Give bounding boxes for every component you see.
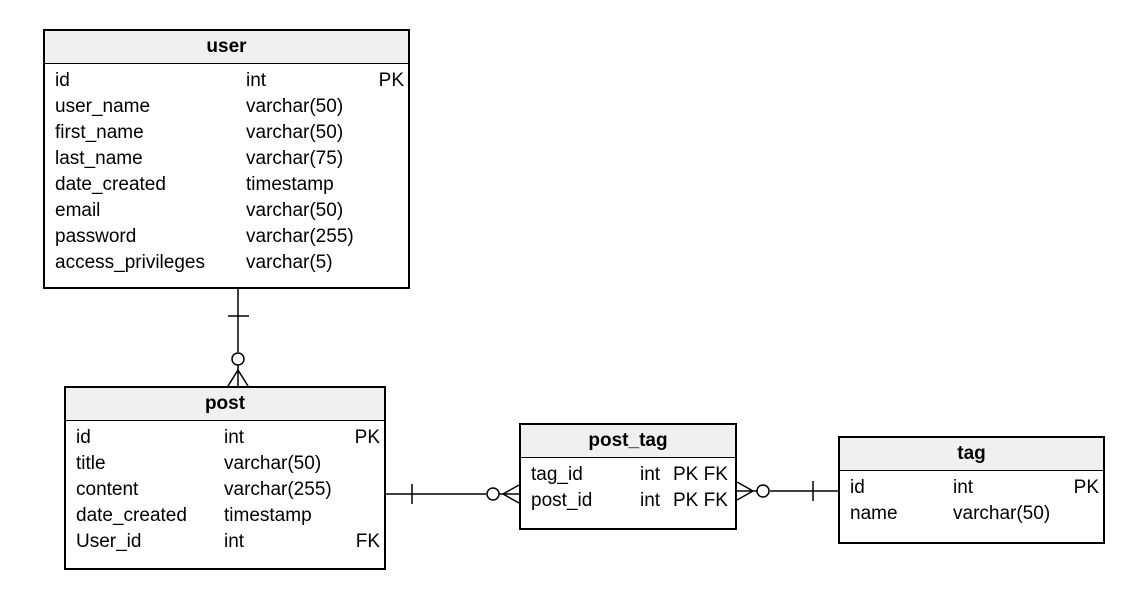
table-row: User_id int FK <box>66 529 384 555</box>
table-row: content varchar(255) <box>66 477 384 503</box>
field-type: varchar(50) <box>246 96 344 117</box>
field-name: id <box>850 477 865 498</box>
field-type: int <box>640 464 661 485</box>
zero-marker <box>231 352 245 366</box>
field-type: varchar(50) <box>224 453 322 474</box>
relationship-user-post <box>227 289 249 387</box>
table-row: user_name varchar(50) <box>45 94 408 120</box>
field-type: int <box>224 427 245 448</box>
field-name: first_name <box>55 122 144 143</box>
field-name: post_id <box>531 490 593 511</box>
table-row: id int PK <box>840 475 1103 501</box>
entity-title-post: post <box>66 388 384 421</box>
table-row: tag_id int PK FK <box>521 462 735 488</box>
field-key: PK <box>354 427 380 448</box>
field-name: name <box>850 503 898 524</box>
field-type: int <box>640 490 661 511</box>
field-key: PK FK <box>673 464 728 485</box>
field-name: access_privileges <box>55 252 205 273</box>
table-row: name varchar(50) <box>840 501 1103 527</box>
field-name: last_name <box>55 148 143 169</box>
field-type: varchar(255) <box>224 479 332 500</box>
entity-title-post-tag: post_tag <box>521 425 735 458</box>
field-name: id <box>76 427 91 448</box>
relationship-post-posttag <box>386 484 520 504</box>
crow-foot-marker <box>502 484 520 495</box>
table-row: last_name varchar(75) <box>45 146 408 172</box>
crow-foot-marker <box>227 369 239 387</box>
field-name: tag_id <box>531 464 583 485</box>
table-row: password varchar(255) <box>45 224 408 250</box>
zero-marker <box>486 487 500 501</box>
field-name: date_created <box>76 505 187 526</box>
field-type: timestamp <box>224 505 312 526</box>
field-type: varchar(5) <box>246 252 333 273</box>
field-key: PK <box>378 70 404 91</box>
field-name: user_name <box>55 96 151 117</box>
entity-user: user id int PK user_name varchar(50) fir… <box>43 29 410 289</box>
table-row: email varchar(50) <box>45 198 408 224</box>
crow-foot-marker <box>736 481 754 492</box>
entity-post-tag: post_tag tag_id int PK FK post_id int PK… <box>519 423 737 530</box>
field-name: id <box>55 70 70 91</box>
table-row: post_id int PK FK <box>521 488 735 514</box>
field-key: PK FK <box>673 490 728 511</box>
field-type: varchar(255) <box>246 226 354 247</box>
field-type: int <box>246 70 267 91</box>
field-name: User_id <box>76 531 142 552</box>
table-row: first_name varchar(50) <box>45 120 408 146</box>
field-name: email <box>55 200 101 221</box>
relationship-tag-posttag <box>736 481 838 501</box>
table-row: id int PK <box>45 68 408 94</box>
entity-post: post id int PK title varchar(50) content… <box>64 386 386 570</box>
field-name: date_created <box>55 174 166 195</box>
table-row: id int PK <box>66 425 384 451</box>
field-type: int <box>953 477 974 498</box>
field-name: content <box>76 479 139 500</box>
entity-title-user: user <box>45 31 408 64</box>
field-key: PK <box>1073 477 1099 498</box>
table-row: date_created timestamp <box>66 503 384 529</box>
field-name: title <box>76 453 106 474</box>
field-key: FK <box>355 531 380 552</box>
table-row: date_created timestamp <box>45 172 408 198</box>
table-row: title varchar(50) <box>66 451 384 477</box>
field-type: int <box>224 531 245 552</box>
zero-marker <box>756 484 770 498</box>
entity-title-tag: tag <box>840 438 1103 471</box>
table-row: access_privileges varchar(5) <box>45 250 408 276</box>
field-type: timestamp <box>246 174 334 195</box>
field-name: password <box>55 226 137 247</box>
field-type: varchar(75) <box>246 148 344 169</box>
field-type: varchar(50) <box>246 200 344 221</box>
field-type: varchar(50) <box>953 503 1051 524</box>
field-type: varchar(50) <box>246 122 344 143</box>
entity-tag: tag id int PK name varchar(50) <box>838 436 1105 544</box>
